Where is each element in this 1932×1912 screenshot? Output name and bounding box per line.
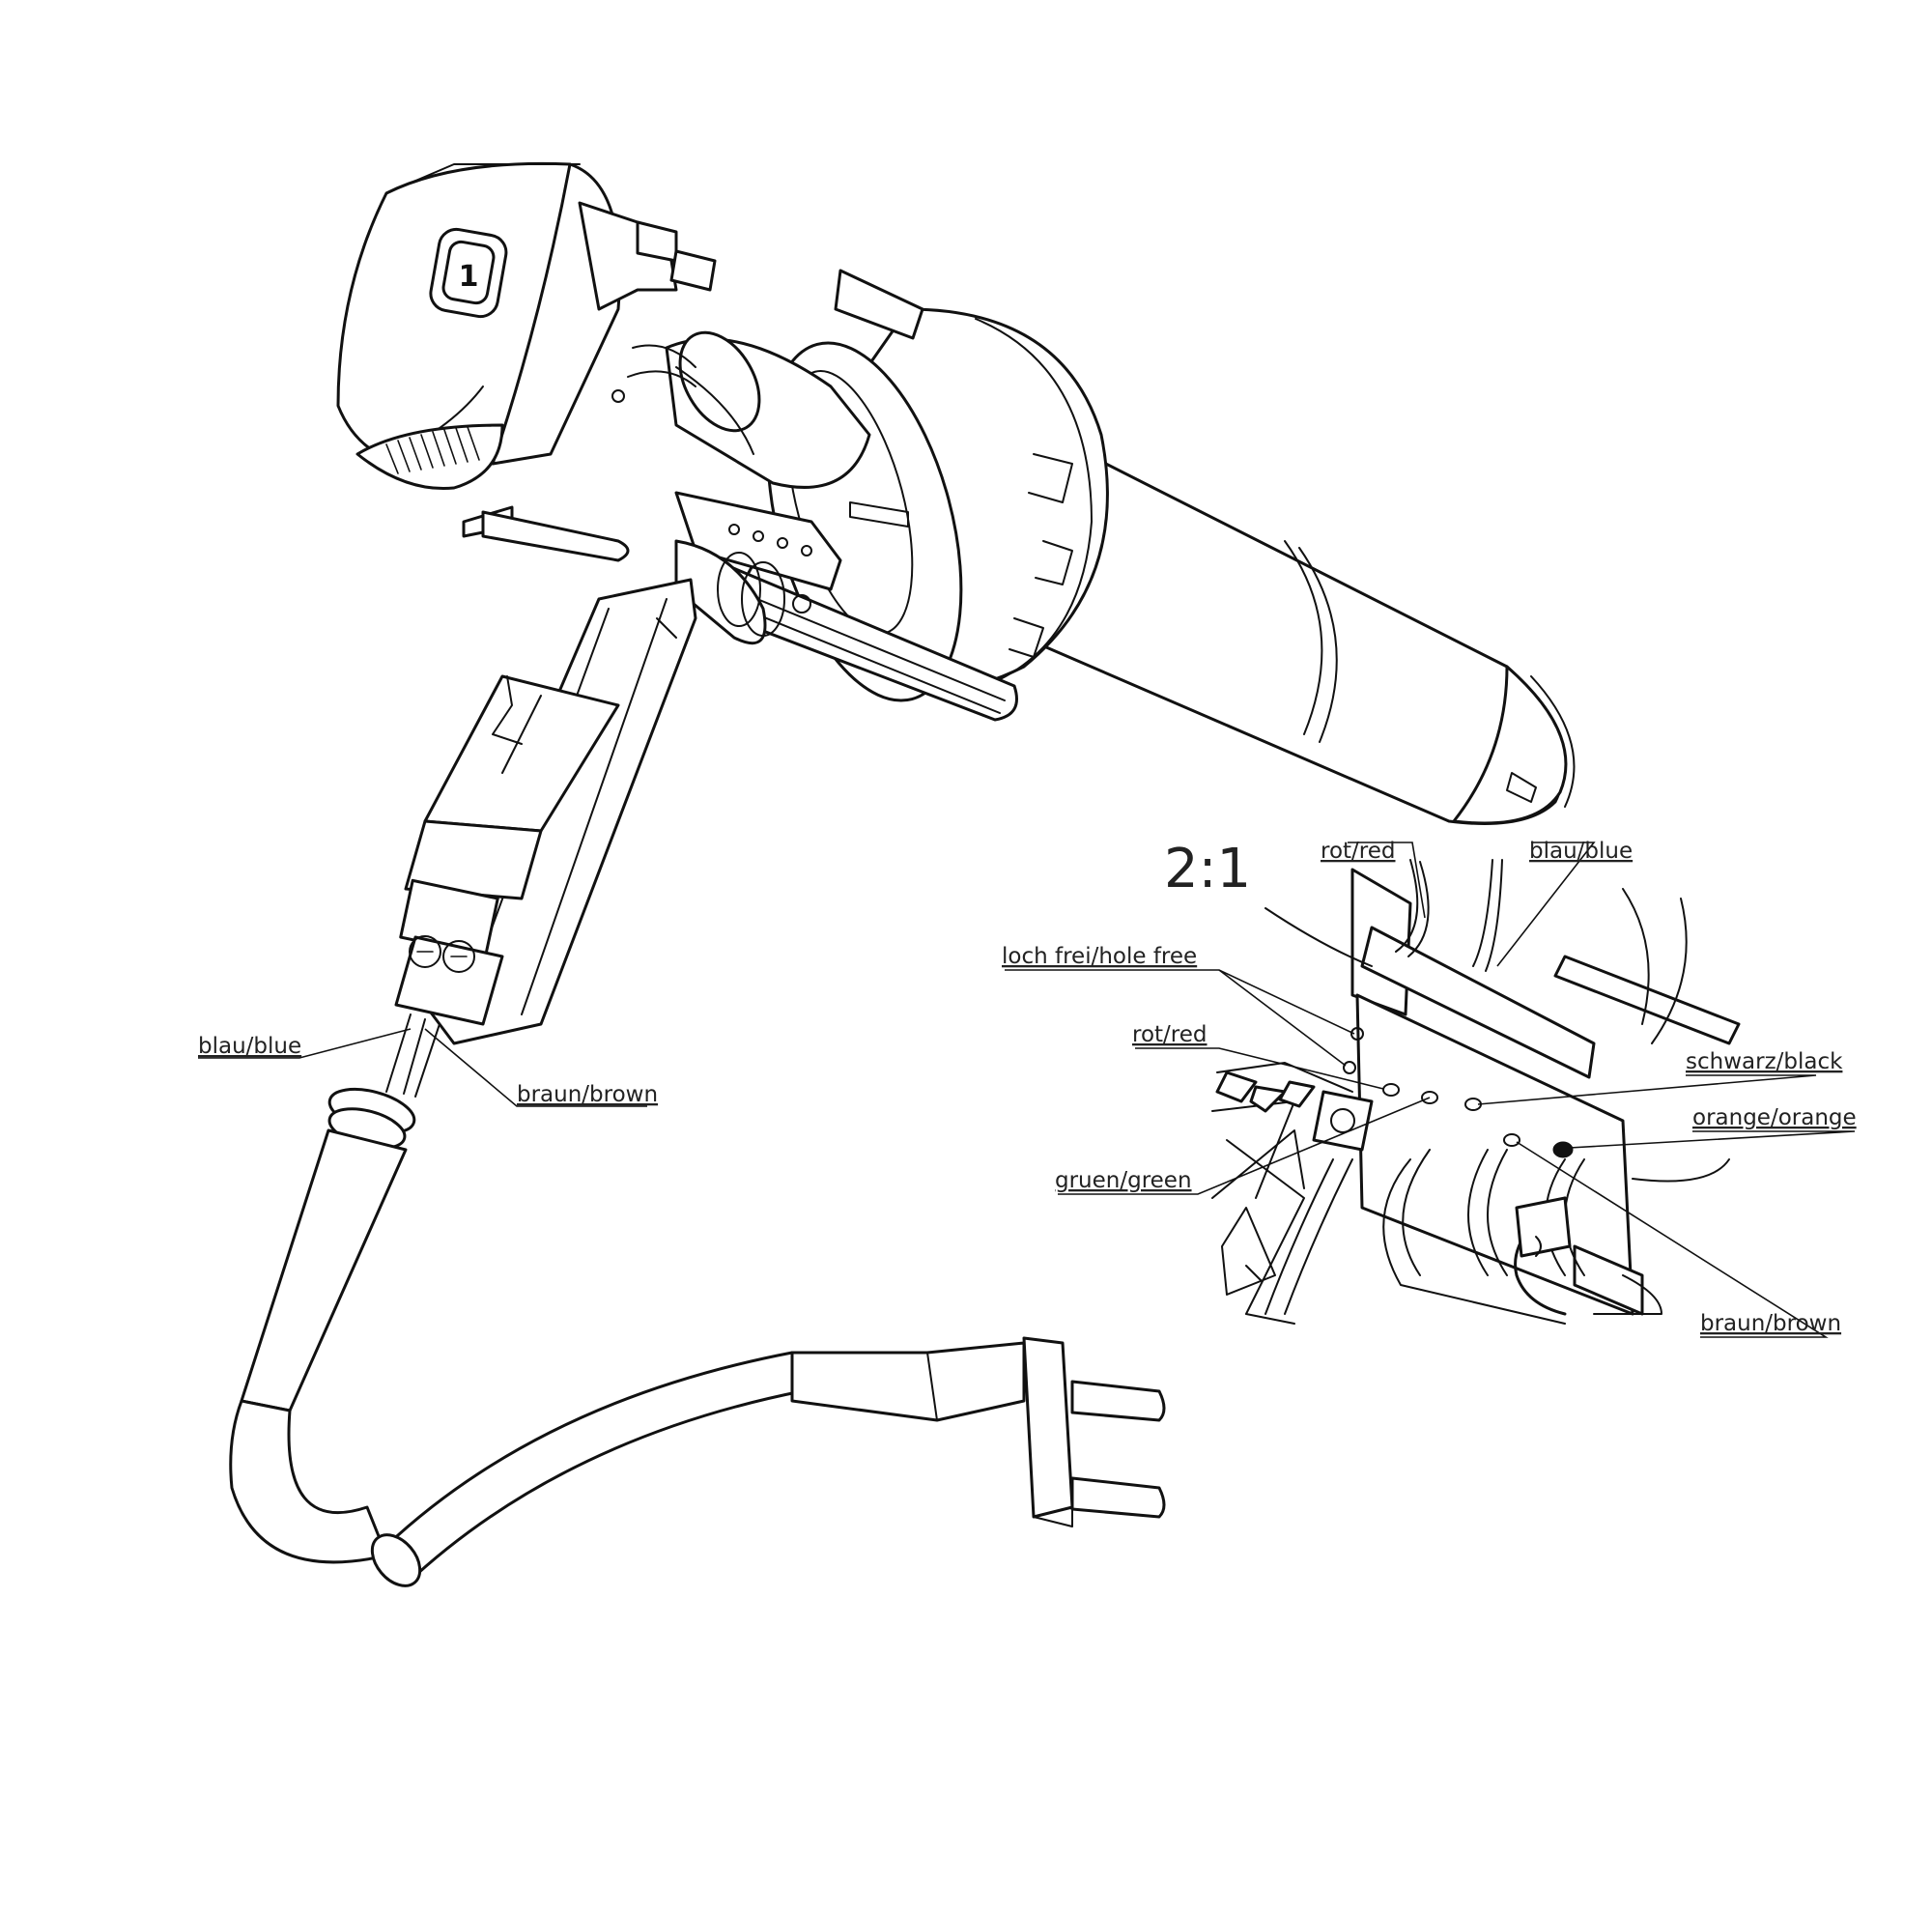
button-glyph: 1 [459,260,479,294]
control-head: 1 [336,161,717,562]
capacitor [665,330,871,489]
label-detail-orange: orange/orange [1692,1105,1857,1130]
label-detail-red-top: rot/red [1321,839,1396,864]
label-detail-red: rot/red [1132,1022,1208,1047]
motor-tube [1022,452,1576,825]
label-detail-brown: braun/brown [1700,1311,1841,1336]
main-callouts: blau/blue braun/brown [198,1028,658,1107]
grip-ribs [385,426,480,474]
detail-view: 2:1 [1002,838,1857,1338]
power-cable [229,1087,804,1587]
control-button-icon: 1 [429,227,508,319]
label-main-brown: braun/brown [517,1082,658,1107]
terminal-bracket [674,491,842,645]
detail-scale: 2:1 [1164,838,1251,900]
label-detail-hole-free: loch frei/hole free [1002,944,1197,969]
label-detail-green: gruen/green [1055,1168,1192,1193]
cord-wires [385,1013,440,1098]
mains-plug [790,1336,1166,1527]
motor-housing [732,269,1109,702]
cord-arm [394,578,697,1045]
label-detail-blue-top: blau/blue [1529,839,1633,864]
label-main-blue: blau/blue [198,1034,301,1059]
label-detail-black: schwarz/black [1686,1049,1843,1074]
